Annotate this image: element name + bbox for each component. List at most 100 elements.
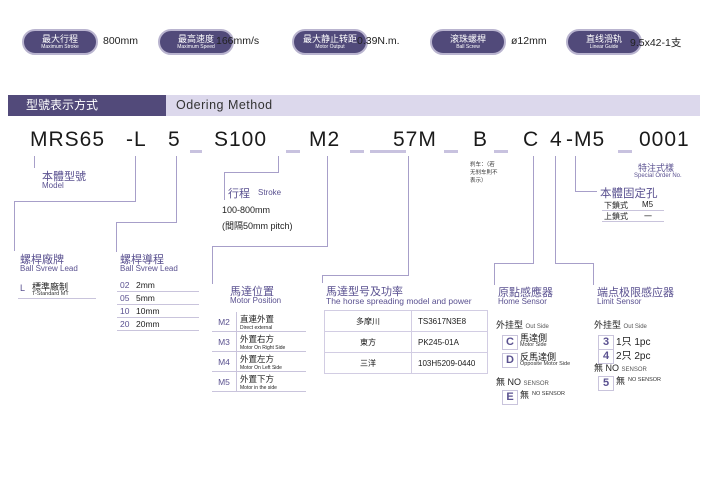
connector-line [224,172,225,200]
connector-line [212,246,213,284]
code-home-sensor: C [523,128,540,151]
connector-line [116,222,117,252]
limit-5-value: 無 [616,376,626,386]
spec-value: 9.5x42-1支 [630,37,682,49]
connector-line [14,201,15,251]
screw-value: 20mm [133,317,199,331]
connector-line [278,156,279,173]
code-motor-pos: M2 [309,128,341,151]
spec-label-en: Maximum Stroke [41,44,79,50]
spec-value: 166mm/s [216,35,260,47]
motor-pos-value: 直連外置 [240,313,275,324]
spec-badge-screw: 滚珠螺桿 Ball Screw [430,29,506,55]
code-separator [350,150,364,153]
motor-pos-code: M5 [212,371,237,392]
stroke-label: 行程 [228,188,250,200]
screw-value: 5mm [133,291,199,305]
limit-4-value: 2只 2pc [616,351,651,362]
motor-brand: 三洋 [324,352,412,374]
limit-ext: 外挂型 [594,320,622,330]
home-option-e: E [502,387,518,405]
connector-line [555,156,556,264]
motor-model: PK245-01A [411,331,488,353]
model-label-en: Model [42,181,64,190]
code-special: 0001 [639,128,690,151]
code-separator [370,150,406,153]
connector-line [34,156,35,168]
screw-lead-label-en: Ball Svrew Lead [120,264,178,273]
home-c-value: 馬達側 [520,333,548,343]
fixing-row-1-value: M5 [642,200,654,209]
home-code-e: E [502,390,518,405]
stroke-range: 100-800mm [222,205,271,215]
code-motor-model: 57M [393,128,437,151]
home-option-d: D [502,350,518,368]
motor-position-label-en: Motor Position [230,296,282,305]
screw-code: 05 [117,291,133,305]
connector-line [408,156,409,276]
motor-model-label: 馬達型号及功率 [326,286,403,298]
code-lead: -L [126,128,147,151]
fixing-row-2-key: 上鎖式 [604,212,628,221]
code-separator [286,150,300,153]
spec-label: 直线滑轨 [585,34,622,44]
motor-pos-value: 外置下方 [240,373,275,384]
screw-value: 2mm [133,279,199,292]
divider-line [602,210,664,211]
motor-pos-code: M4 [212,351,237,372]
divider-line [18,298,96,299]
home-ext: 外挂型 [496,320,524,330]
home-sensor-label: 原點感應器 [498,287,553,299]
code-separator [444,150,458,153]
lead-brand-value: 標準廠制 [32,282,69,292]
lead-brand-code: L [20,283,26,293]
motor-pos-code: M3 [212,331,237,352]
connector-line [322,275,409,276]
special-order-label: 特注式樣 [638,163,675,173]
header-title-cn: 型號表示方式 [8,95,166,116]
motor-model: 103H5209-0440 [411,352,488,374]
home-e-sub: NO SENSOR [532,391,566,397]
connector-line [494,263,495,285]
motor-brand: 多摩川 [324,310,412,332]
spec-badge-stroke: 最大行程 Maximum Stroke [22,29,98,55]
connector-line [575,156,576,192]
limit-3-value: 1只 1pc [616,337,651,348]
limit-option-5: 5 [598,373,614,391]
limit-code-5: 5 [598,376,614,391]
connector-line [212,246,328,247]
spec-value: 800mm [103,35,139,47]
lead-brand-label: 螺桿廠牌 [20,254,64,266]
fixing-row-2-value: 一 [644,212,652,221]
spec-label-en: Motor Output [315,44,345,50]
special-order-label-en: Special Order No. [634,173,682,179]
spec-badge-motor: 最大静止转距 Motor Output [292,29,368,55]
connector-line [135,156,136,201]
spec-value: 0.39N.m. [357,35,400,47]
code-screw: 5 [168,128,181,151]
motor-pos-code: M2 [212,312,237,332]
limit-none-en: SENSOR [621,367,647,373]
connector-line [14,201,136,202]
connector-line [575,191,597,192]
connector-line [494,263,534,264]
motor-pos-value: 外置左方 [240,353,275,364]
home-c-sub: Motor Side [520,342,547,348]
home-code-c: C [502,335,518,350]
motor-pos-sub: Motor On Left Side [240,364,282,371]
motor-pos-sub: Motor in the side [240,384,277,391]
home-option-c: C [502,332,518,350]
home-none: 無 NO [496,377,522,387]
connector-line [224,172,278,173]
home-d-sub: Opposite Motor Side [520,361,571,367]
limit-code-4: 4 [598,349,614,364]
lead-brand-sub: T-Standard MT [32,291,69,297]
connector-line [533,156,534,264]
